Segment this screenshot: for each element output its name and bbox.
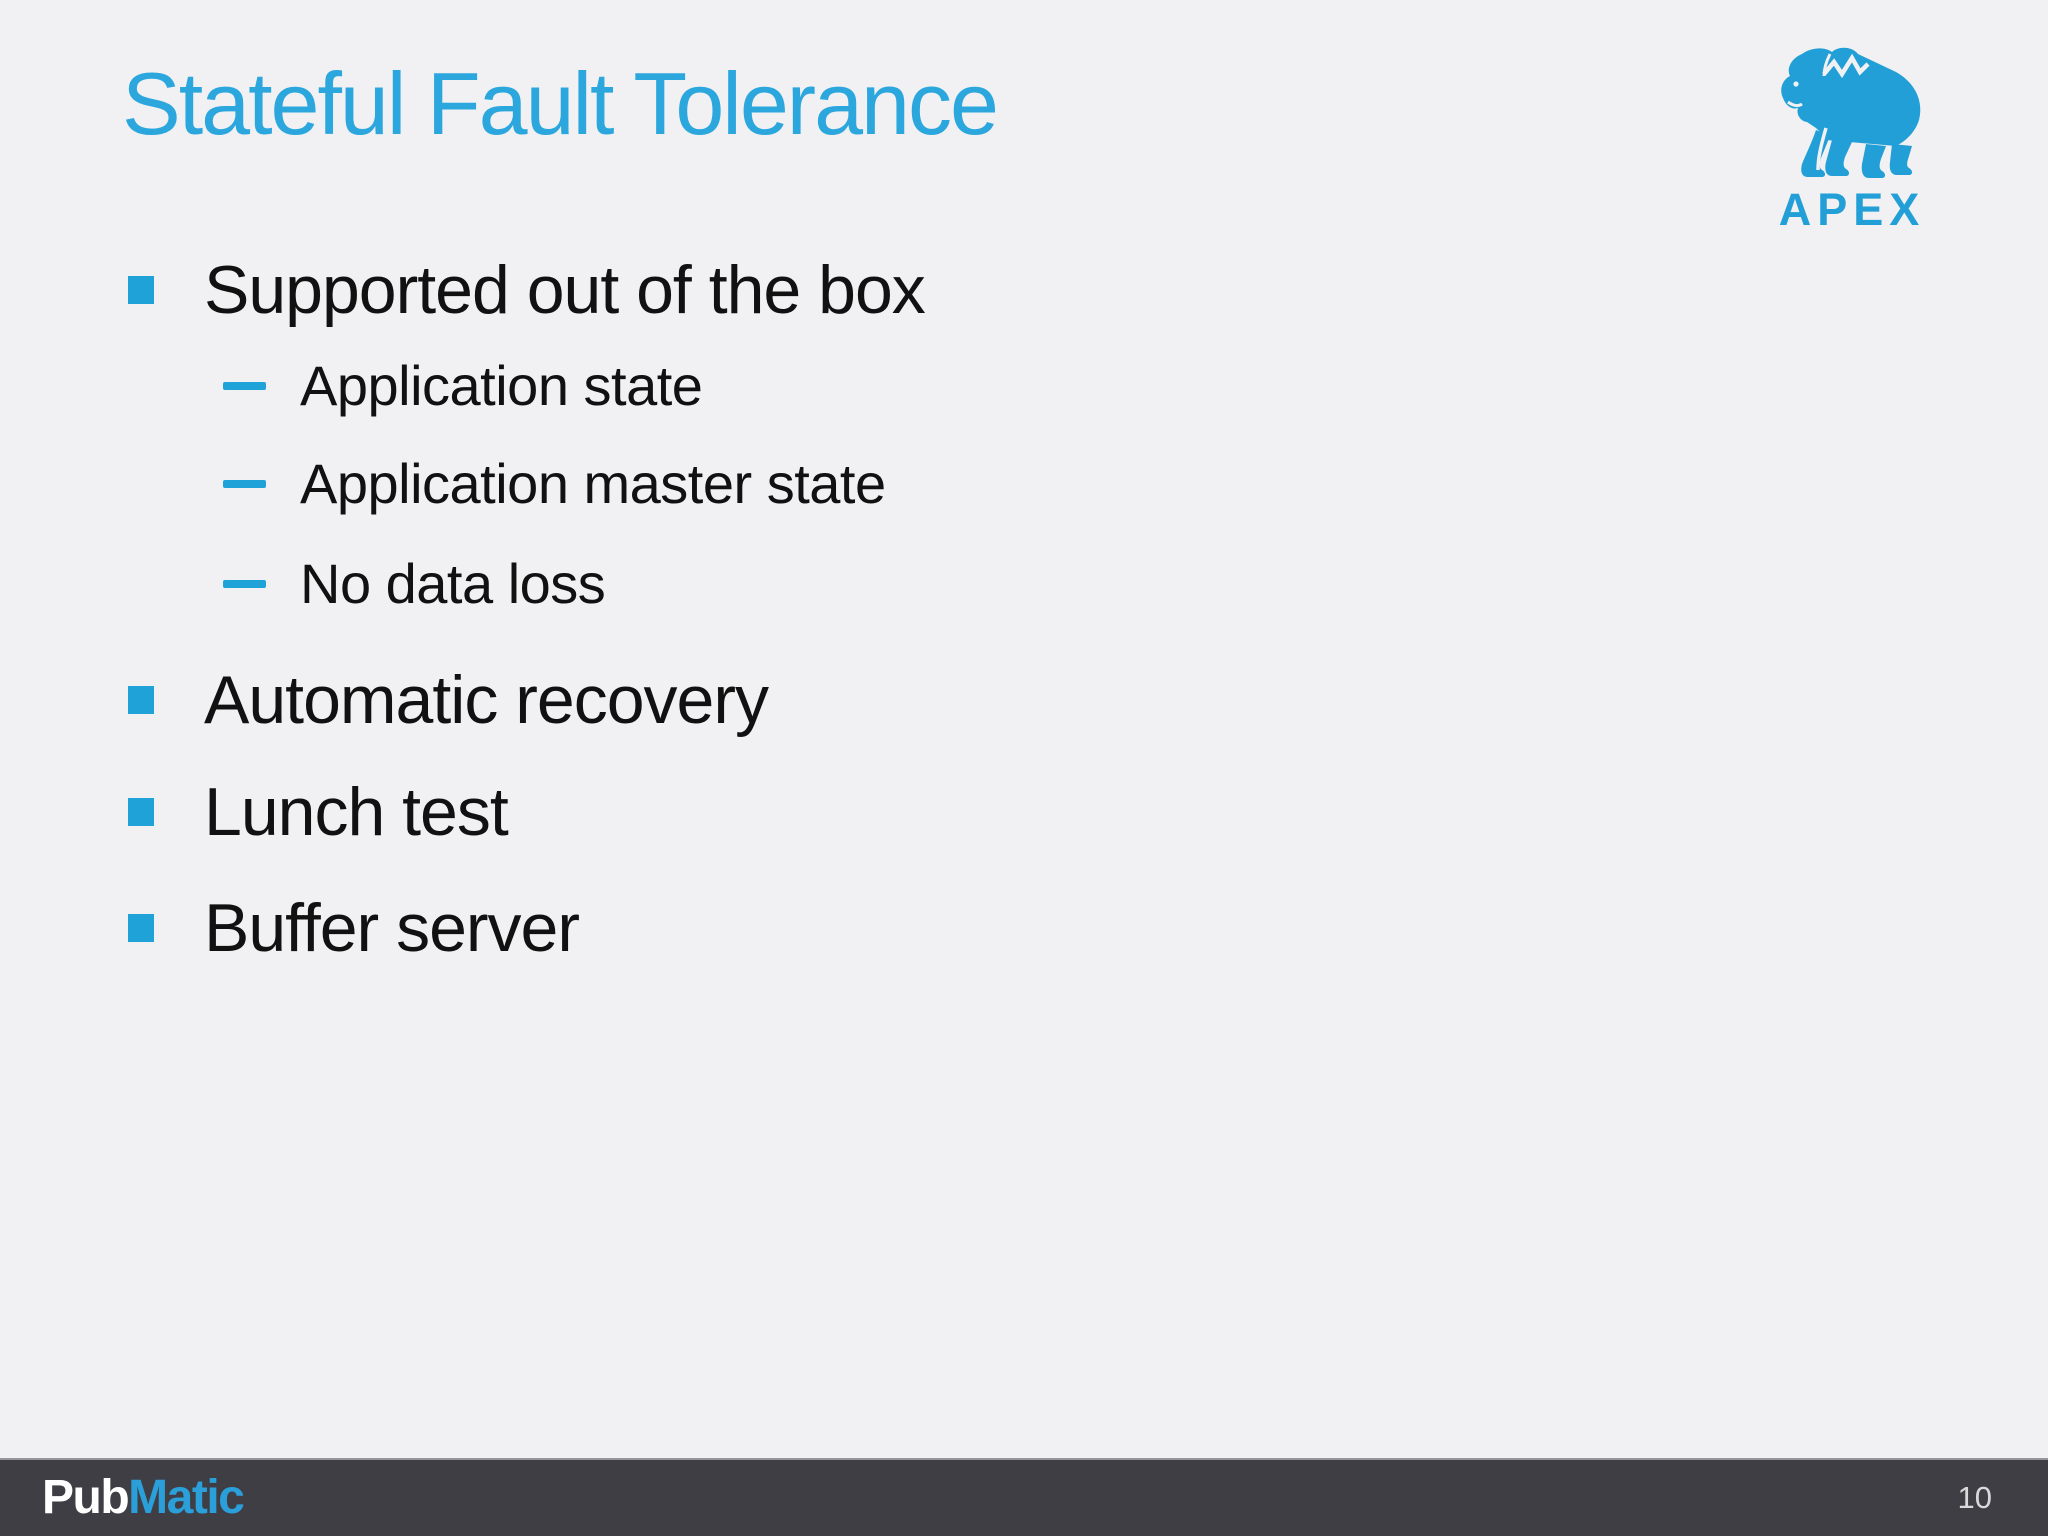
bullet-text: Application master state: [300, 452, 886, 515]
pubmatic-logo: PubMatic: [42, 1460, 245, 1536]
square-bullet-icon: [128, 686, 154, 714]
sub-bullet-item: Application state: [223, 353, 703, 419]
bullet-item: Supported out of the box: [128, 250, 926, 330]
dash-bullet-icon: [223, 382, 266, 390]
apex-logo: APEX: [1765, 44, 1933, 236]
pubmatic-logo-pub: Pub: [42, 1471, 130, 1524]
square-bullet-icon: [128, 914, 154, 942]
sub-bullet-item: Application master state: [223, 451, 886, 517]
dash-bullet-icon: [223, 480, 266, 488]
bullet-text: No data loss: [300, 552, 606, 615]
bullet-item: Buffer server: [128, 888, 580, 968]
bullet-text: Automatic recovery: [204, 662, 769, 738]
slide-title: Stateful Fault Tolerance: [122, 54, 999, 153]
apex-logo-label: APEX: [1778, 184, 1926, 235]
square-bullet-icon: [128, 276, 154, 304]
bullet-item: Lunch test: [128, 772, 509, 852]
square-bullet-icon: [128, 798, 154, 826]
apex-gorilla-mountain-icon: [1781, 47, 1921, 178]
page-number: 10: [1957, 1480, 1992, 1515]
bullet-text: Lunch test: [204, 774, 509, 850]
dash-bullet-icon: [223, 580, 266, 588]
bullet-text: Application state: [300, 354, 703, 417]
sub-bullet-item: No data loss: [223, 551, 606, 617]
pubmatic-logo-matic: Matic: [128, 1471, 245, 1524]
slide-footer: PubMatic 10: [0, 1458, 2048, 1536]
bullet-item: Automatic recovery: [128, 660, 769, 740]
bullet-text: Supported out of the box: [204, 252, 926, 328]
bullet-text: Buffer server: [204, 890, 580, 966]
